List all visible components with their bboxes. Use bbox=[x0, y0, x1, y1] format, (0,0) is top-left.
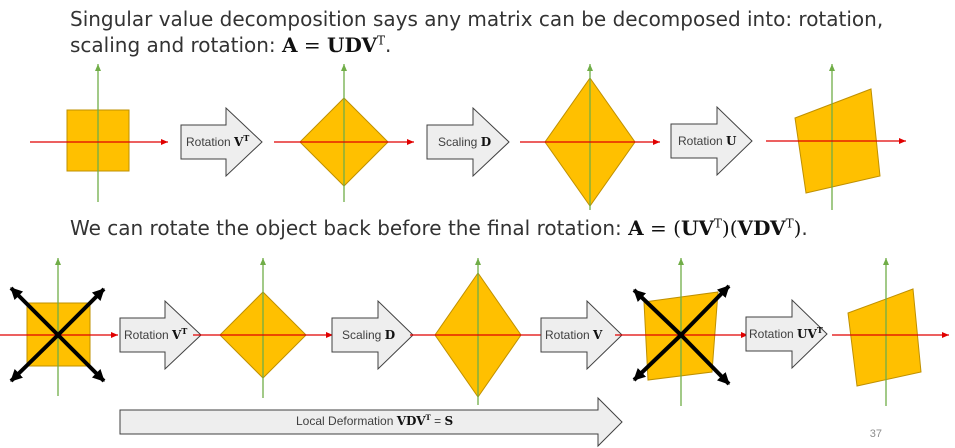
eq1-rhs: UDV bbox=[327, 33, 377, 57]
headline-line-2-text: scaling and rotation: bbox=[70, 33, 283, 57]
top-arrow-rotation-vt bbox=[180, 106, 263, 178]
eq2-close-1: ) bbox=[721, 216, 730, 240]
bottom-parallelogram-final bbox=[847, 288, 922, 387]
eq1-transpose: T bbox=[377, 33, 386, 48]
local-deformation-arrow bbox=[119, 396, 623, 448]
bottom-arrow-rotation-v bbox=[540, 299, 623, 371]
top-arrow-rotation-u bbox=[670, 105, 753, 177]
headline-line-1: Singular value decomposition says any ma… bbox=[70, 7, 884, 31]
bottom-arrow-3-label: Rotation V bbox=[545, 328, 603, 342]
eq1-equals: = bbox=[297, 33, 328, 57]
headline-line-3-text: We can rotate the object back before the… bbox=[70, 216, 629, 240]
principal-direction-arrow bbox=[9, 286, 60, 337]
eq2-part-2-transpose: T bbox=[785, 216, 794, 231]
eq2-equals: = bbox=[643, 216, 674, 240]
equation-split: A = (UVT)(VDVT) bbox=[628, 216, 801, 240]
top-arrow-2-label: Scaling D bbox=[438, 135, 491, 149]
bottom-arrow-rotation-vt bbox=[119, 299, 202, 371]
eq2-part-1-transpose: T bbox=[713, 216, 722, 231]
eq2-open-1: ( bbox=[673, 216, 681, 240]
eq1-period: . bbox=[385, 33, 392, 57]
top-arrow-1-label: Rotation VT bbox=[186, 133, 249, 149]
bottom-arrow-rotation-uvt bbox=[745, 298, 828, 370]
principal-direction-arrow bbox=[56, 333, 106, 383]
principal-direction-arrow bbox=[679, 333, 731, 386]
headline-line-3: We can rotate the object back before the… bbox=[70, 216, 808, 241]
eq2-part-1: UV bbox=[680, 216, 714, 240]
eq2-open-2: ( bbox=[729, 216, 738, 240]
principal-direction-arrow bbox=[632, 288, 683, 337]
headline-line-2: scaling and rotation: A = UDVT. bbox=[70, 33, 391, 58]
principal-direction-arrow bbox=[9, 333, 60, 383]
page-number: 37 bbox=[869, 428, 882, 440]
top-arrow-scaling-d bbox=[426, 106, 510, 178]
principal-direction-arrow bbox=[632, 333, 683, 382]
eq1-lhs: A bbox=[282, 33, 298, 57]
local-deformation-label: Local Deformation VDVT = S bbox=[296, 413, 453, 428]
principal-direction-arrow bbox=[679, 284, 731, 337]
eq2-lhs: A bbox=[628, 216, 644, 240]
eq2-part-2: VDV bbox=[737, 216, 786, 240]
equation-svd: A = UDVT bbox=[282, 33, 385, 57]
principal-direction-arrow bbox=[56, 287, 106, 337]
top-arrow-3-label: Rotation U bbox=[678, 134, 737, 148]
eq2-close-2: ) bbox=[793, 216, 802, 240]
bottom-arrow-scaling-d bbox=[331, 299, 414, 371]
bottom-arrow-4-label: Rotation UVT bbox=[749, 325, 823, 341]
eq2-period: . bbox=[801, 216, 808, 240]
bottom-arrow-2-label: Scaling D bbox=[342, 328, 395, 342]
bottom-arrow-1-label: Rotation VT bbox=[124, 326, 187, 342]
